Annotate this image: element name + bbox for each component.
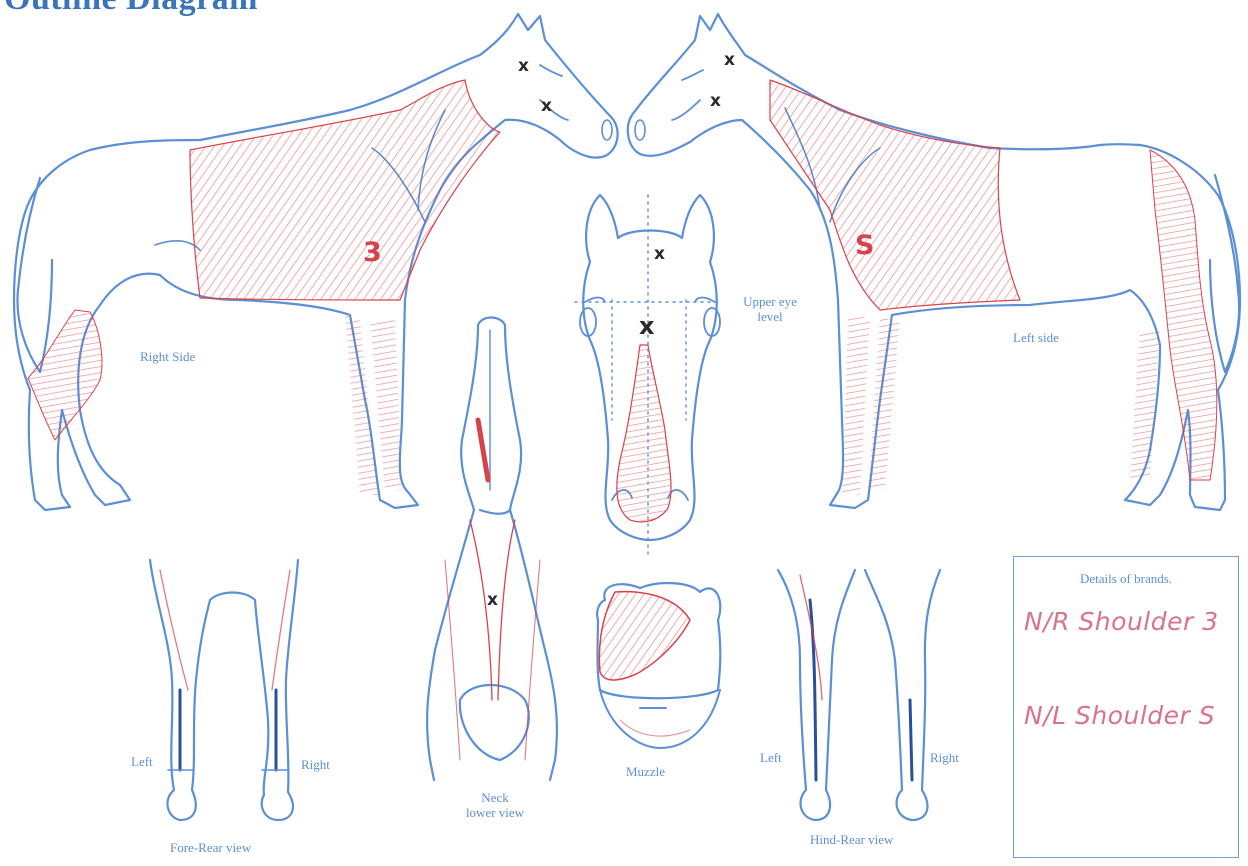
left-side-label: Left side <box>1013 330 1059 345</box>
fore-left-label: Left <box>131 754 153 769</box>
upper-eye-label-line1: Upper eye <box>740 294 800 309</box>
hind-rear-view-label: Hind-Rear view <box>810 832 893 847</box>
whorl-mark: x <box>518 58 529 75</box>
whorl-mark: x <box>541 98 552 115</box>
neck-lower-view-label: Neck lower view <box>445 790 545 820</box>
right-shoulder-brand-mark: 3 <box>363 237 382 268</box>
right-side-horse <box>14 14 618 510</box>
upper-eye-level-label: Upper eye level <box>740 294 800 324</box>
neck-lower-view <box>427 318 557 781</box>
brand-entry: N/L Shoulder S <box>1024 701 1215 730</box>
fore-rear-view-label: Fore-Rear view <box>170 840 251 855</box>
whorl-mark: x <box>487 592 498 609</box>
hind-rear-legs <box>778 570 940 820</box>
muzzle-view <box>597 583 720 748</box>
hind-left-label: Left <box>760 750 782 765</box>
neck-label-line1: Neck <box>445 790 545 805</box>
left-side-horse <box>628 14 1240 510</box>
right-side-label: Right Side <box>140 349 195 364</box>
head-front-view <box>575 195 722 555</box>
brand-entry: N/R Shoulder 3 <box>1024 607 1219 636</box>
brand-details-box: Details of brands. N/R Shoulder 3 N/L Sh… <box>1013 556 1239 858</box>
neck-label-line2: lower view <box>445 805 545 820</box>
whorl-mark: x <box>639 318 654 335</box>
whorl-mark: x <box>710 93 721 110</box>
brand-details-heading: Details of brands. <box>1014 571 1238 587</box>
muzzle-label: Muzzle <box>626 764 665 779</box>
whorl-mark: x <box>724 52 735 69</box>
hind-right-label: Right <box>930 750 959 765</box>
left-shoulder-brand-mark: S <box>855 230 874 261</box>
fore-right-label: Right <box>301 757 330 772</box>
fore-rear-legs <box>150 560 298 820</box>
whorl-mark: x <box>654 246 665 263</box>
upper-eye-label-line2: level <box>740 309 800 324</box>
